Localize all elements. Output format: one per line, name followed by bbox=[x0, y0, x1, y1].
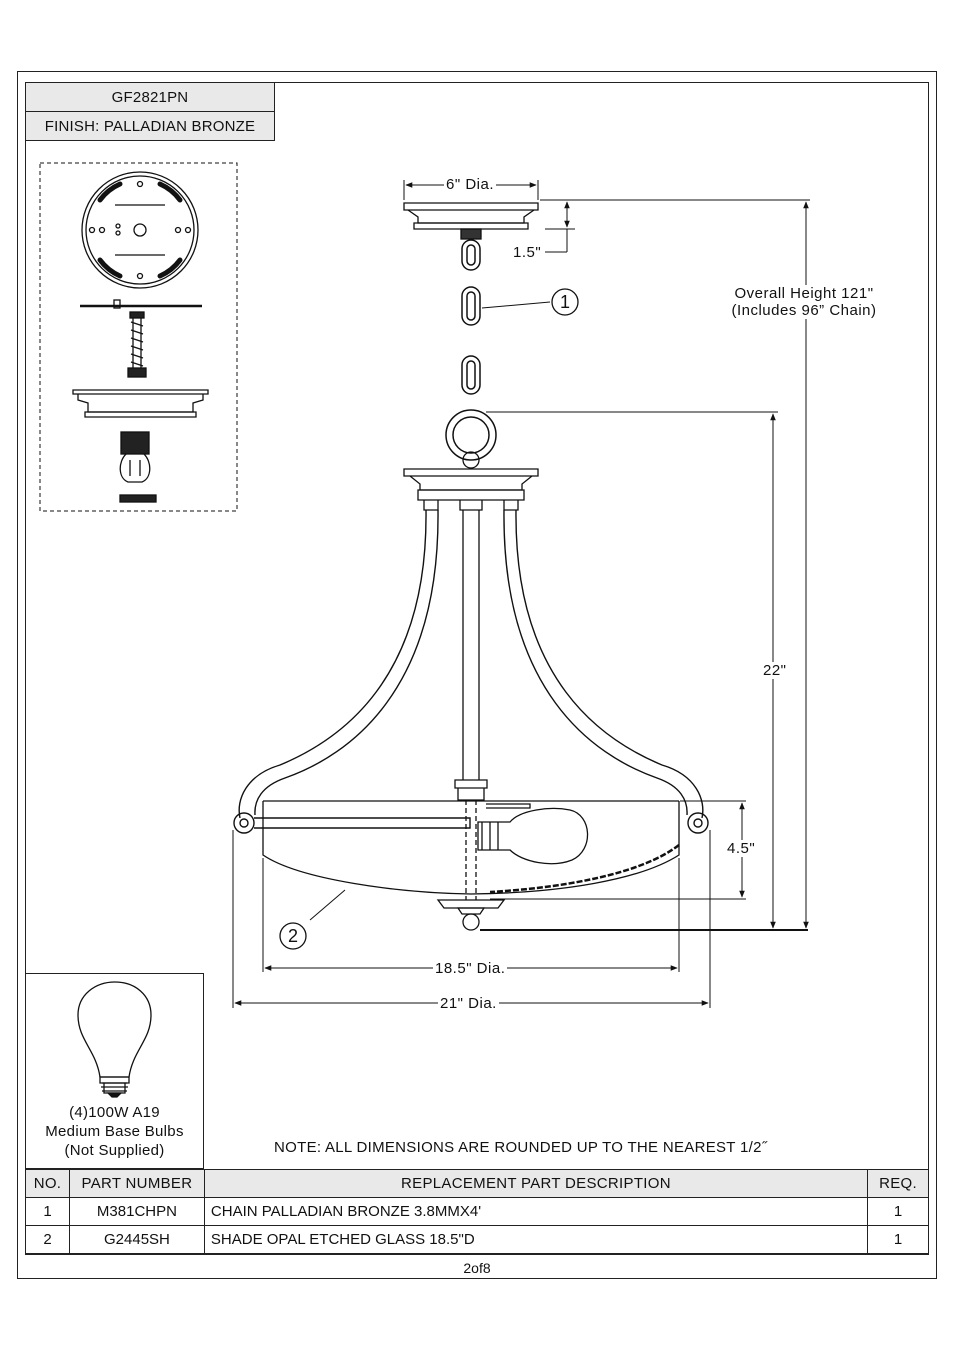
bulb-spec-line2: Medium Base Bulbs bbox=[45, 1123, 184, 1140]
dimension-note: NOTE: ALL DIMENSIONS ARE ROUNDED UP TO T… bbox=[274, 1139, 768, 1156]
header-req: REQ. bbox=[867, 1169, 929, 1198]
shade-diameter-label: 18.5" Dia. bbox=[433, 960, 508, 977]
table-header-row: NO. PART NUMBER REPLACEMENT PART DESCRIP… bbox=[25, 1169, 929, 1198]
bulb-box bbox=[25, 973, 204, 1169]
parts-table: NO. PART NUMBER REPLACEMENT PART DESCRIP… bbox=[25, 1169, 929, 1254]
table-row: 1 M381CHPN CHAIN PALLADIAN BRONZE 3.8MMX… bbox=[25, 1197, 929, 1226]
bulb-spec-line1: (4)100W A19 bbox=[69, 1104, 160, 1121]
row-description: SHADE OPAL ETCHED GLASS 18.5"D bbox=[203, 1225, 869, 1254]
chain bbox=[445, 239, 497, 461]
fixture-bulb bbox=[477, 807, 589, 865]
bulb-spec-line3: (Not Supplied) bbox=[64, 1142, 165, 1159]
shade bbox=[262, 800, 680, 895]
finish-label: FINISH: PALLADIAN BRONZE bbox=[25, 111, 275, 141]
inner-frame bbox=[25, 82, 929, 1255]
body-height-label: 22" bbox=[761, 662, 789, 679]
header-no: NO. bbox=[25, 1169, 70, 1198]
row-req: 1 bbox=[867, 1197, 929, 1226]
model-number: GF2821PN bbox=[25, 82, 275, 112]
fixture-top bbox=[403, 451, 539, 511]
row-req: 1 bbox=[867, 1225, 929, 1254]
page-number: 2of8 bbox=[463, 1260, 491, 1276]
shade-height-label: 4.5" bbox=[725, 840, 758, 857]
row-description: CHAIN PALLADIAN BRONZE 3.8MMX4' bbox=[203, 1197, 869, 1226]
canopy bbox=[403, 202, 539, 240]
center-stem bbox=[454, 510, 488, 900]
row-part-number: G2445SH bbox=[68, 1225, 205, 1254]
canopy-height-label: 1.5" bbox=[511, 244, 544, 261]
finial bbox=[436, 899, 506, 931]
row-no: 1 bbox=[25, 1197, 70, 1226]
overall-height-label: Overall Height 121" (Includes 96” Chain) bbox=[724, 285, 884, 319]
callout-2: 2 bbox=[287, 926, 298, 946]
mounting-hardware-illustration bbox=[39, 162, 238, 512]
header-description: REPLACEMENT PART DESCRIPTION bbox=[203, 1169, 869, 1198]
header-part-number: PART NUMBER bbox=[68, 1169, 205, 1198]
row-part-number: M381CHPN bbox=[68, 1197, 205, 1226]
outer-frame bbox=[17, 71, 937, 1279]
canopy-diameter-label: 6" Dia. bbox=[444, 176, 497, 193]
callout-1-circle bbox=[551, 288, 579, 316]
arms bbox=[233, 509, 709, 834]
bulb-spec: (4)100W A19 Medium Base Bulbs (Not Suppl… bbox=[25, 1103, 204, 1160]
row-no: 2 bbox=[25, 1225, 70, 1254]
callout-2-circle bbox=[279, 922, 307, 950]
bulb-illustration bbox=[77, 981, 152, 1098]
overall-height-line1: Overall Height 121" bbox=[734, 285, 874, 302]
table-row: 2 G2445SH SHADE OPAL ETCHED GLASS 18.5"D… bbox=[25, 1225, 929, 1254]
overall-diameter-label: 21" Dia. bbox=[438, 995, 499, 1012]
overall-height-line2: (Includes 96” Chain) bbox=[731, 302, 877, 319]
callout-1: 1 bbox=[559, 292, 570, 312]
